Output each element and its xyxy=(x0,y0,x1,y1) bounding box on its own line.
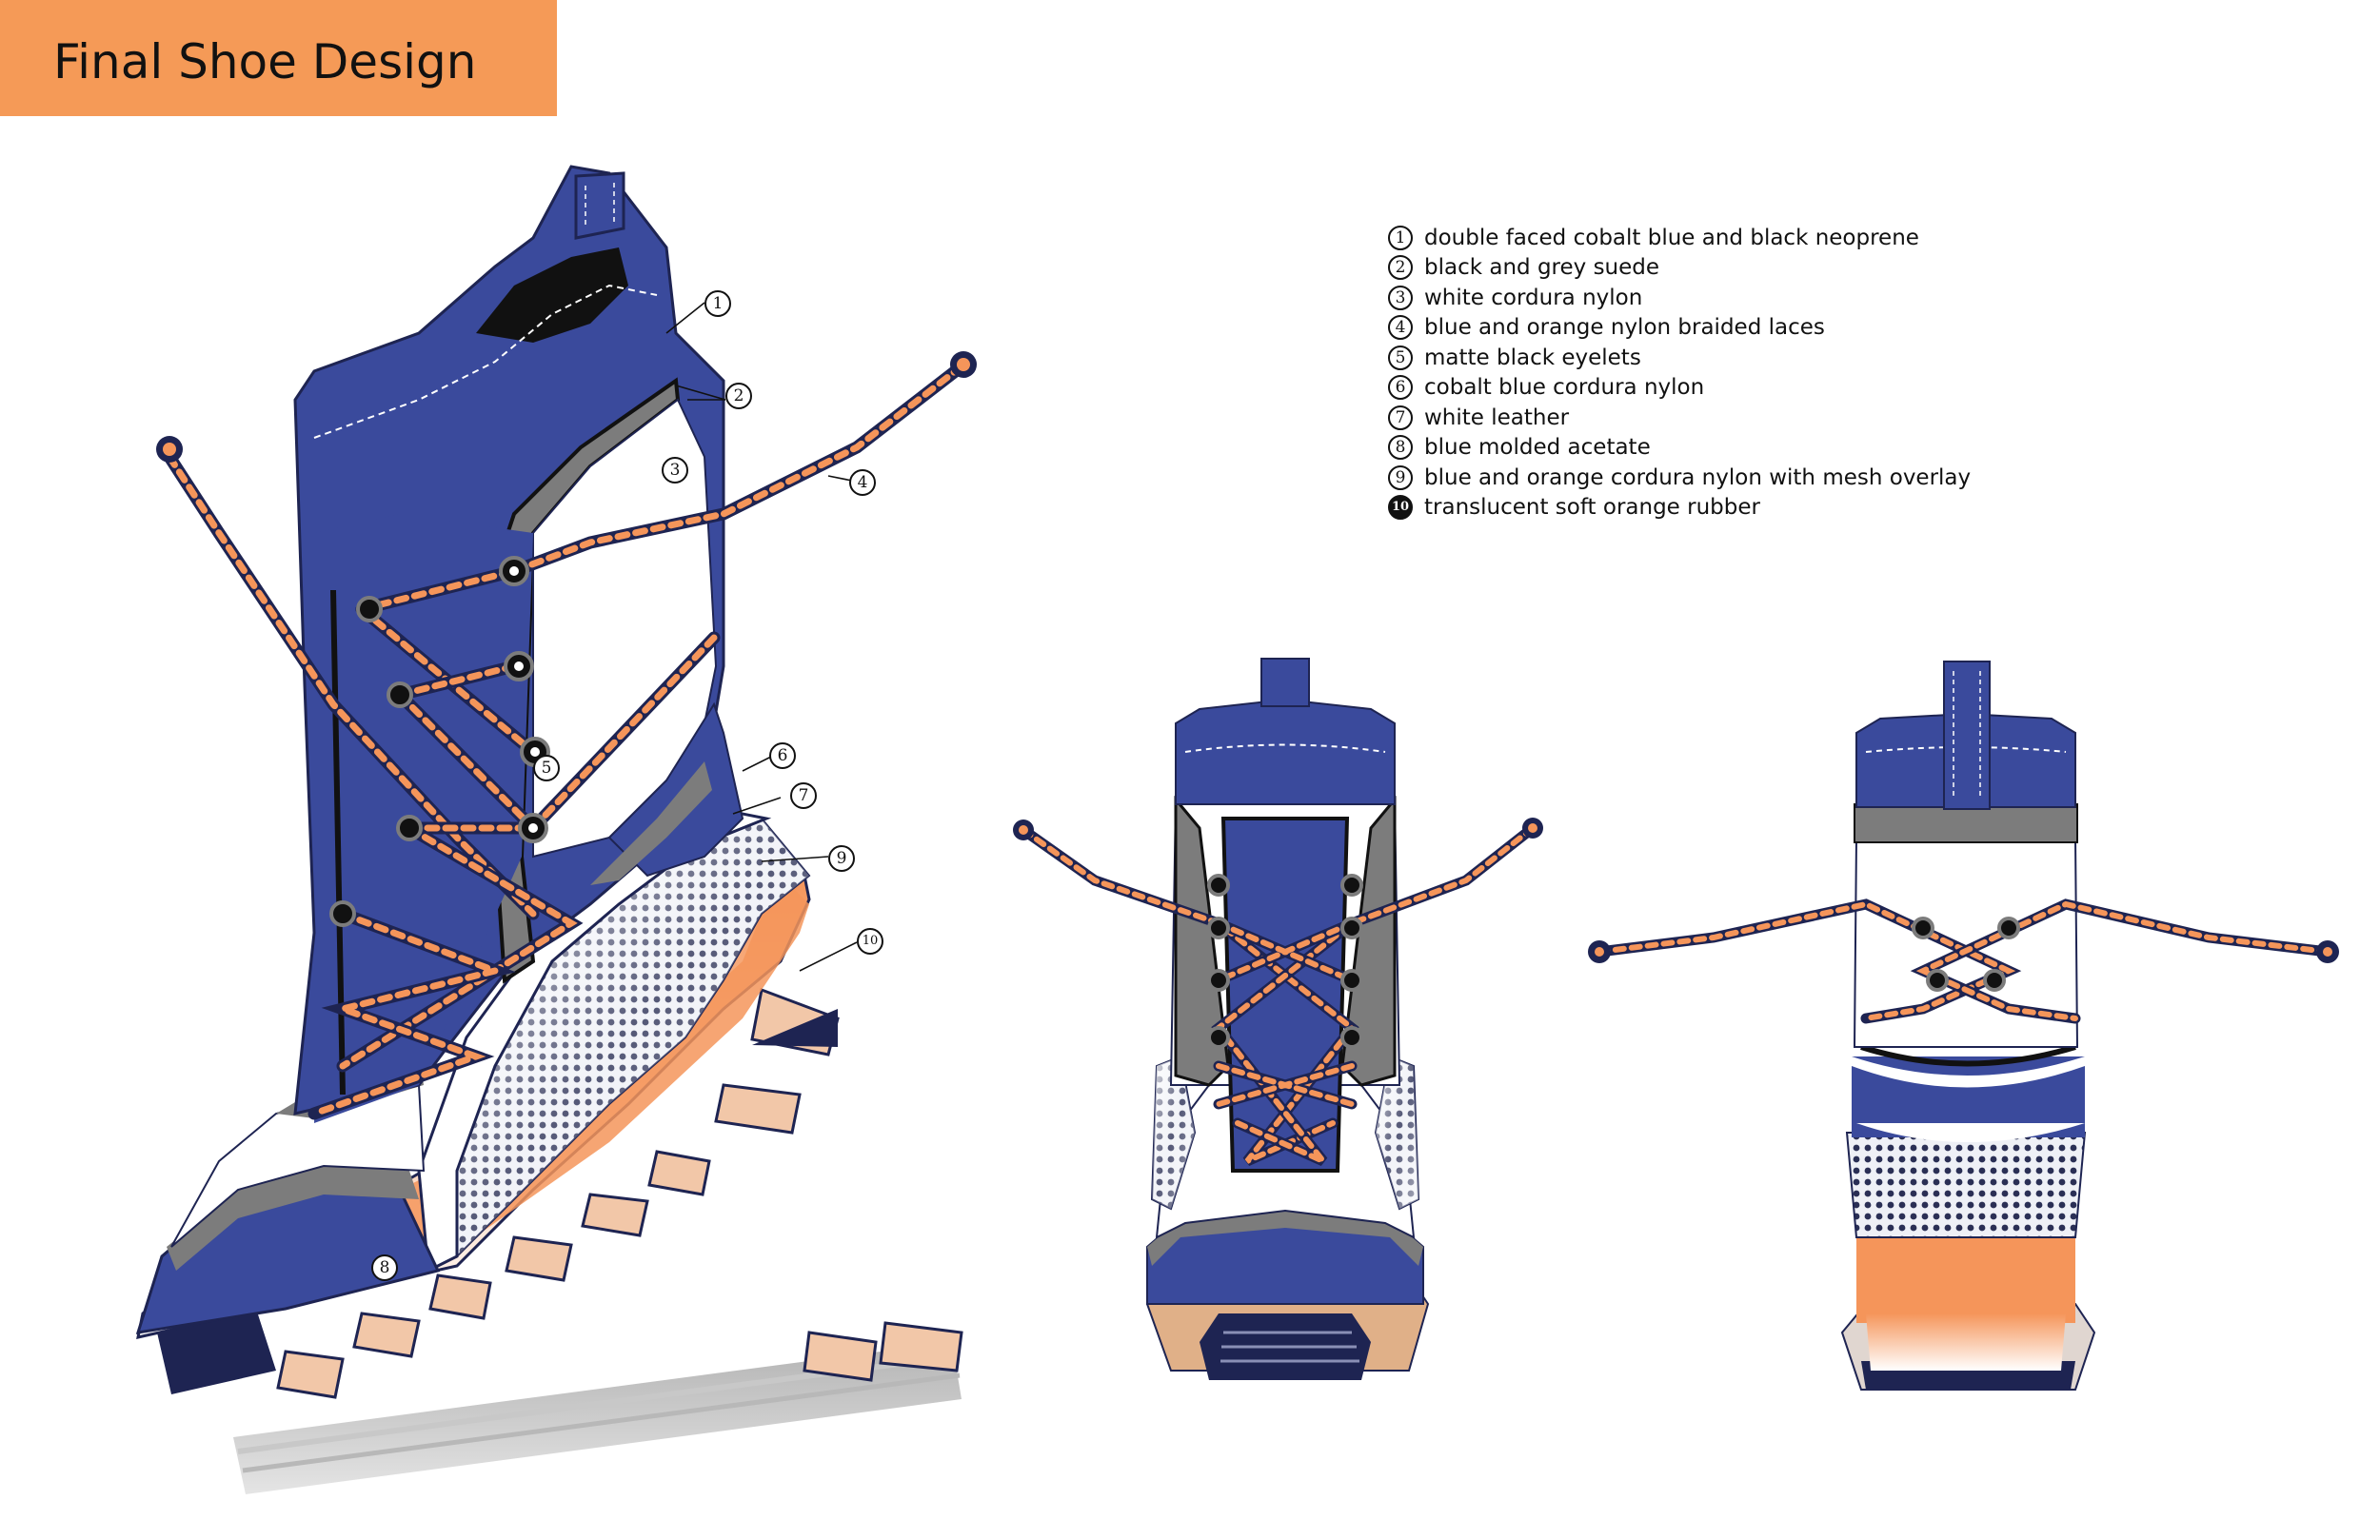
legend-number: 7 xyxy=(1388,405,1413,430)
callout-3: 3 xyxy=(662,457,688,484)
callout-7: 7 xyxy=(790,782,817,809)
callout-6: 6 xyxy=(769,742,796,769)
legend-item: 4 blue and orange nylon braided laces xyxy=(1388,313,1971,344)
legend-text: blue molded acetate xyxy=(1424,435,1651,461)
page-title: Final Shoe Design xyxy=(53,34,477,89)
callout-1: 1 xyxy=(704,290,731,317)
callout-8: 8 xyxy=(371,1254,398,1281)
callout-5: 5 xyxy=(533,755,560,781)
heel-counter xyxy=(1856,1228,2075,1323)
legend-text: translucent soft orange rubber xyxy=(1424,495,1760,521)
side-view-boot xyxy=(135,165,977,1494)
legend-number: 3 xyxy=(1388,285,1413,310)
legend-item: 5 matte black eyelets xyxy=(1388,343,1971,373)
legend-number: 4 xyxy=(1388,315,1413,341)
callout-2: 2 xyxy=(725,383,752,409)
legend-text: matte black eyelets xyxy=(1424,345,1641,370)
legend-number: 6 xyxy=(1388,375,1413,401)
legend-text: black and grey suede xyxy=(1424,255,1660,281)
back-view-boot xyxy=(1588,661,2339,1391)
materials-legend: 1 double faced cobalt blue and black neop… xyxy=(1388,223,1971,523)
side-laces xyxy=(163,360,968,1120)
legend-text: cobalt blue cordura nylon xyxy=(1424,375,1705,401)
legend-number: 10 xyxy=(1388,495,1413,521)
legend-number: 8 xyxy=(1388,435,1413,461)
legend-item: 10 translucent soft orange rubber xyxy=(1388,493,1971,523)
legend-item: 2 black and grey suede xyxy=(1388,253,1971,284)
legend-text: white leather xyxy=(1424,405,1570,430)
legend-item: 8 blue molded acetate xyxy=(1388,433,1971,464)
title-banner: Final Shoe Design xyxy=(0,0,557,116)
legend-item: 1 double faced cobalt blue and black neop… xyxy=(1388,223,1971,253)
legend-number: 5 xyxy=(1388,345,1413,370)
legend-item: 3 white cordura nylon xyxy=(1388,283,1971,313)
toe-tread xyxy=(157,1312,276,1394)
sole-lugs xyxy=(276,987,963,1399)
legend-text: blue and orange nylon braided laces xyxy=(1424,315,1825,341)
legend-item: 6 cobalt blue cordura nylon xyxy=(1388,373,1971,404)
legend-number: 2 xyxy=(1388,255,1413,281)
callout-10: 10 xyxy=(857,928,883,955)
lace-tips xyxy=(156,351,977,463)
legend-item: 9 blue and orange cordura nylon with mesh… xyxy=(1388,463,1971,493)
front-view-boot xyxy=(1013,658,1543,1380)
callout-4: 4 xyxy=(849,469,876,496)
legend-item: 7 white leather xyxy=(1388,403,1971,433)
white-panel xyxy=(532,398,718,859)
legend-text: double faced cobalt blue and black neopr… xyxy=(1424,225,1919,250)
legend-number: 1 xyxy=(1388,225,1413,250)
legend-text: white cordura nylon xyxy=(1424,285,1643,310)
callout-9: 9 xyxy=(828,845,855,872)
legend-text: blue and orange cordura nylon with mesh … xyxy=(1424,464,1972,490)
legend-number: 9 xyxy=(1388,464,1413,490)
